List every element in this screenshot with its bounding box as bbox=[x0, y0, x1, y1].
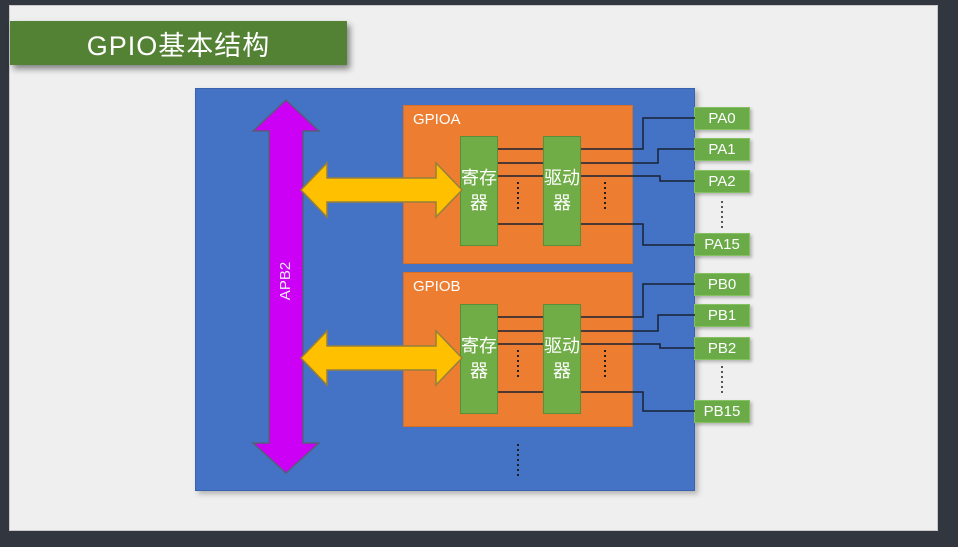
pin-pa0: PA0 bbox=[694, 107, 750, 130]
pin-pb0: PB0 bbox=[694, 273, 750, 296]
page-title: GPIO基本结构 bbox=[86, 30, 271, 61]
pin-pb1: PB1 bbox=[694, 304, 750, 327]
gpiob-register-block: 寄存器 bbox=[460, 304, 498, 414]
apb2-bus-label: APB2 bbox=[277, 261, 294, 301]
gpioa-driver-block: 驱动器 bbox=[543, 136, 581, 246]
gpioa-label: GPIOA bbox=[413, 111, 461, 128]
gpiob-box: GPIOB bbox=[403, 272, 633, 427]
pin-pa1: PA1 bbox=[694, 138, 750, 161]
gpioa-box: GPIOA bbox=[403, 105, 633, 264]
pin-pb2: PB2 bbox=[694, 337, 750, 360]
gpioa-register-block: 寄存器 bbox=[460, 136, 498, 246]
gpiob-driver-block: 驱动器 bbox=[543, 304, 581, 414]
title-banner: GPIO基本结构 bbox=[10, 21, 347, 65]
gpiob-label: GPIOB bbox=[413, 278, 461, 295]
pin-pb15: PB15 bbox=[694, 400, 750, 423]
pin-pa15: PA15 bbox=[694, 233, 750, 256]
pin-pa2: PA2 bbox=[694, 170, 750, 193]
